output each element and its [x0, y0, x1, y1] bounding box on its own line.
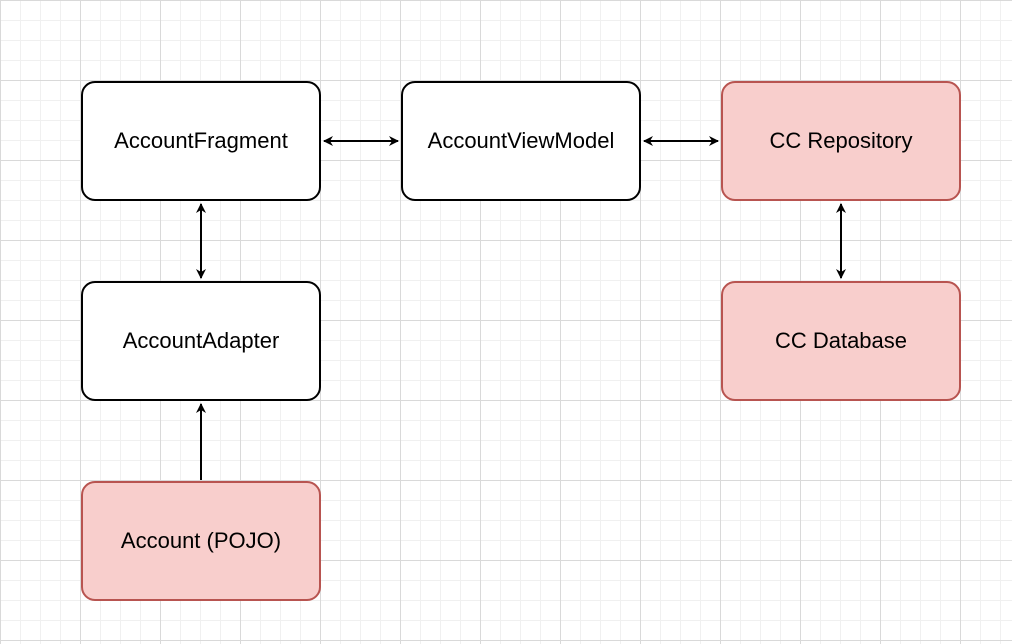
node-account-pojo[interactable]: Account (POJO) — [81, 481, 321, 601]
node-account-view-model[interactable]: AccountViewModel — [401, 81, 641, 201]
node-account-fragment[interactable]: AccountFragment — [81, 81, 321, 201]
node-label: AccountFragment — [114, 128, 288, 153]
node-cc-database[interactable]: CC Database — [721, 281, 961, 401]
node-label: AccountAdapter — [122, 328, 280, 353]
node-account-adapter[interactable]: AccountAdapter — [81, 281, 321, 401]
node-label: Account (POJO) — [120, 528, 282, 553]
node-cc-repository[interactable]: CC Repository — [721, 81, 961, 201]
node-label: AccountViewModel — [427, 128, 615, 153]
node-label: CC Database — [774, 328, 908, 353]
node-label: CC Repository — [769, 128, 913, 153]
